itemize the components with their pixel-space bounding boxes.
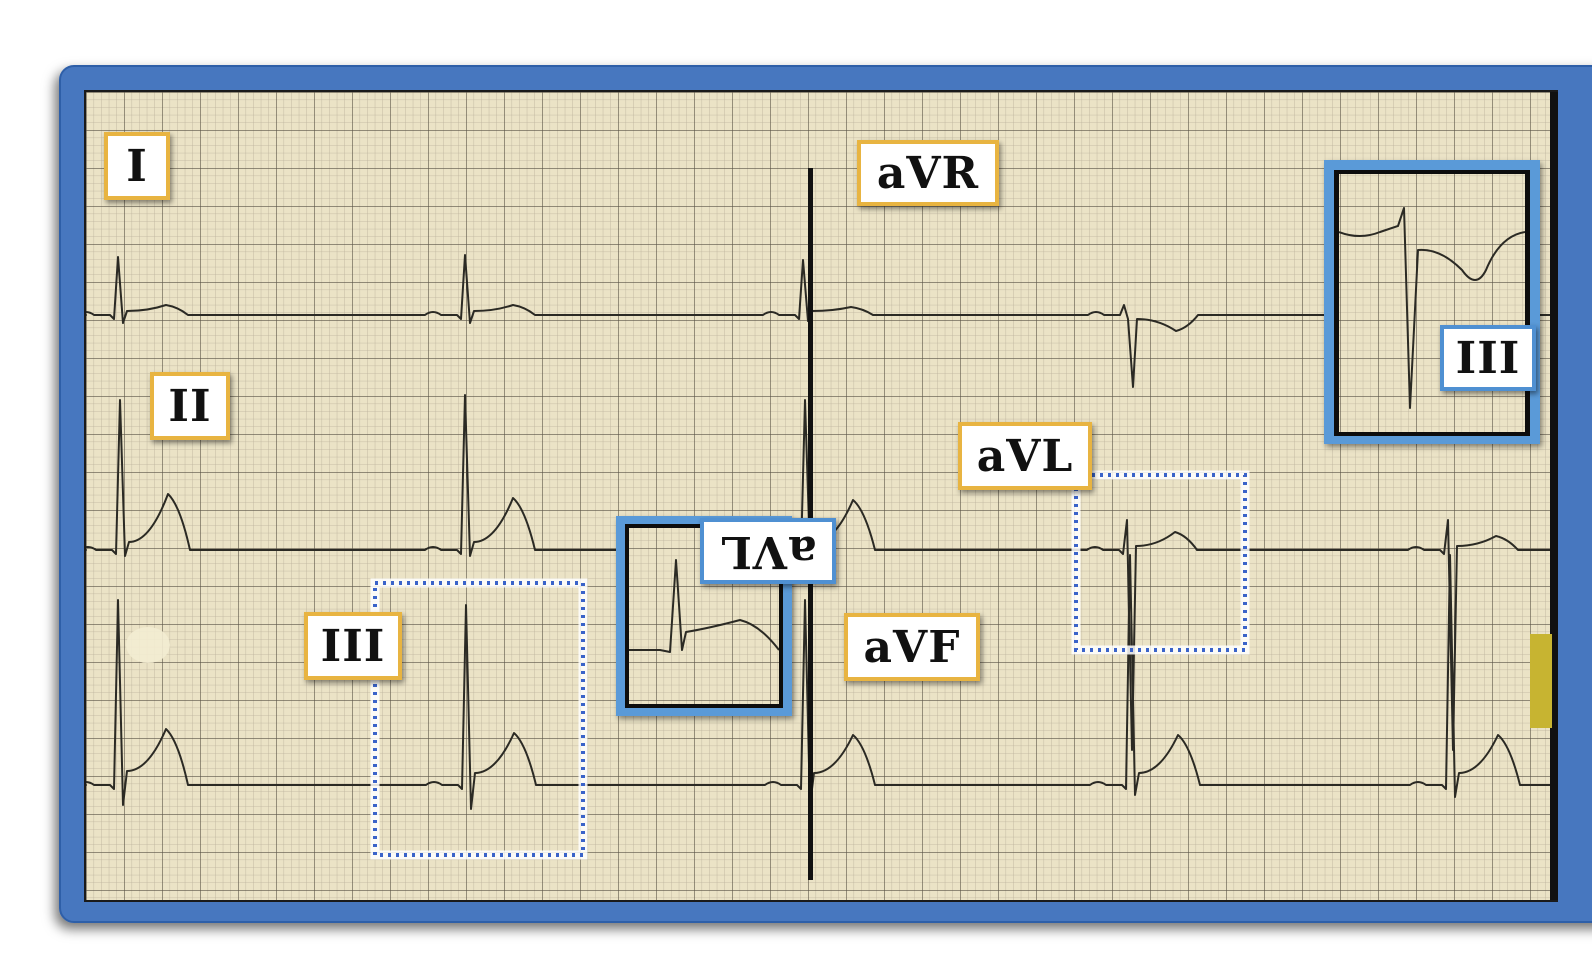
- calibration-marker: [1530, 634, 1552, 728]
- label-lead-II: II: [150, 372, 230, 440]
- label-text: I: [126, 140, 148, 192]
- label-text: aVL: [719, 525, 817, 577]
- label-text: aVF: [863, 621, 961, 673]
- label-lead-I: I: [104, 132, 170, 200]
- label-text: III: [1455, 332, 1521, 384]
- label-lead-aVR: aVR: [857, 140, 999, 206]
- label-text: III: [320, 620, 386, 672]
- label-text: II: [168, 380, 212, 432]
- label-inset-lead-III: III: [1440, 325, 1536, 391]
- label-text: aVR: [876, 147, 980, 199]
- inset-iii-trace: [1339, 207, 1525, 409]
- label-lead-III: III: [304, 612, 402, 680]
- ecg-trace-row-3: [86, 554, 1556, 810]
- label-text: aVL: [976, 430, 1074, 482]
- right-edge-bar: [1550, 92, 1558, 900]
- inset-avl-trace: [629, 559, 779, 653]
- label-inset-avl-flipped: aVL: [700, 518, 836, 584]
- inset-lead-iii: [1324, 160, 1540, 444]
- label-lead-aVF: aVF: [844, 613, 980, 681]
- label-lead-aVL: aVL: [958, 422, 1092, 490]
